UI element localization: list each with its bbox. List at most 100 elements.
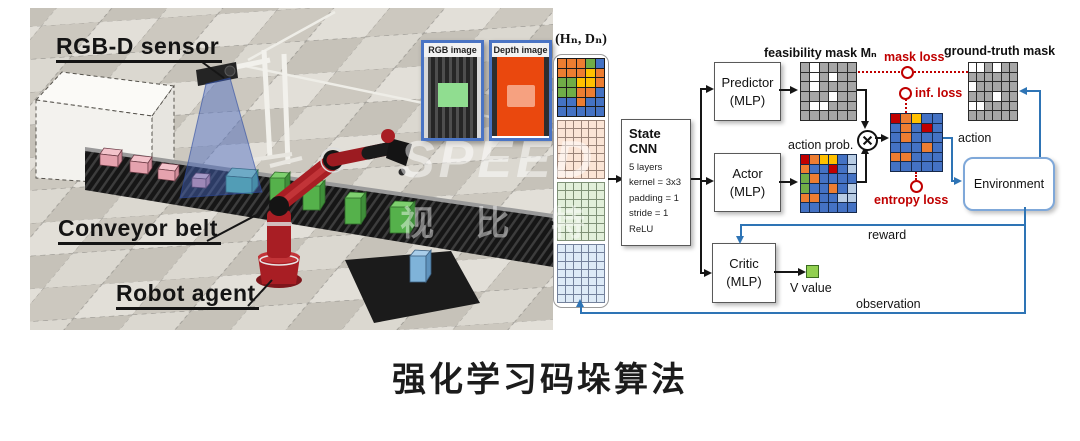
state-cnn-spec: stride = 1 bbox=[629, 208, 669, 220]
arrowhead bbox=[798, 268, 806, 276]
connector-line bbox=[774, 271, 802, 273]
simulation-render bbox=[30, 8, 553, 330]
label-robot-agent: Robot agent bbox=[116, 280, 259, 310]
heightmap-grid-blue bbox=[557, 244, 605, 303]
blue-box bbox=[409, 248, 432, 284]
state-grid-stack bbox=[553, 54, 609, 308]
actor-sublabel: (MLP) bbox=[729, 183, 766, 199]
depth-image-label: Depth image bbox=[492, 43, 549, 57]
reward-line bbox=[740, 226, 742, 237]
arrowhead bbox=[1019, 87, 1027, 95]
connector-line bbox=[865, 150, 867, 183]
predictor-label: Predictor bbox=[721, 74, 774, 90]
simulation-scene: RGB image Depth image RGB-D sensor Conve… bbox=[30, 8, 553, 330]
action-line bbox=[951, 137, 953, 182]
arrowhead bbox=[706, 85, 714, 93]
connector-line bbox=[865, 89, 867, 122]
arrowhead bbox=[881, 134, 889, 142]
env-to-mask-line bbox=[1039, 91, 1041, 157]
arrowhead bbox=[861, 121, 869, 129]
inf-loss-label: inf. loss bbox=[915, 86, 963, 100]
critic-label: Critic bbox=[729, 256, 759, 272]
critic-box: Critic (MLP) bbox=[712, 243, 776, 303]
environment-label: Environment bbox=[973, 177, 1045, 191]
rgb-image-label: RGB image bbox=[424, 43, 481, 57]
arrowhead bbox=[790, 86, 798, 94]
ground-truth-mask-grid bbox=[968, 62, 1018, 121]
inf-loss-dotted-line bbox=[905, 99, 907, 113]
actor-box: Actor (MLP) bbox=[714, 153, 781, 212]
camera-frustum bbox=[179, 77, 263, 199]
label-conveyor-belt: Conveyor belt bbox=[58, 215, 221, 245]
arrowhead bbox=[954, 177, 962, 185]
state-cnn-spec: padding = 1 bbox=[629, 192, 679, 204]
rgb-image-panel: RGB image bbox=[421, 40, 484, 141]
heightmap-grid-green bbox=[557, 182, 605, 241]
robot-arm bbox=[256, 129, 412, 288]
action-prob-label: action prob. bbox=[788, 138, 854, 152]
entropy-loss-node bbox=[910, 180, 923, 193]
teal-box bbox=[225, 167, 259, 196]
mask-loss-node bbox=[901, 66, 914, 79]
state-cnn-spec: ReLU bbox=[629, 223, 654, 235]
figure-caption: 强化学习码垛算法 bbox=[392, 361, 688, 399]
connector-line bbox=[875, 137, 885, 139]
sensor-inset: RGB image Depth image bbox=[421, 40, 552, 141]
input-state-label: (Hₙ, Dₙ) bbox=[555, 32, 607, 47]
environment-box: Environment bbox=[963, 157, 1055, 211]
connector-line bbox=[691, 178, 702, 180]
arrowhead bbox=[616, 175, 624, 183]
observation-line bbox=[580, 306, 582, 314]
arrowhead bbox=[790, 178, 798, 186]
state-cnn-spec: 5 layers bbox=[629, 162, 663, 173]
label-pointer-lines bbox=[201, 61, 273, 307]
arrowhead bbox=[576, 299, 584, 307]
multiply-operator-icon bbox=[857, 130, 878, 151]
label-rgbd-sensor: RGB-D sensor bbox=[56, 33, 223, 63]
connector-line bbox=[700, 180, 710, 182]
feasibility-mask-label: feasibility mask Mₙ bbox=[764, 46, 877, 60]
ground-truth-mask-label: ground-truth mask bbox=[944, 44, 1056, 58]
state-cnn-spec: kernel = 3x3 bbox=[629, 177, 682, 189]
connector-line bbox=[857, 181, 867, 183]
v-value-square bbox=[806, 265, 819, 278]
mask-loss-label: mask loss bbox=[884, 50, 945, 64]
connector-line bbox=[857, 89, 867, 91]
connector-line bbox=[700, 88, 710, 90]
observation-line bbox=[580, 312, 1026, 314]
arrowhead bbox=[706, 177, 714, 185]
rgb-image-view bbox=[424, 57, 481, 138]
feasibility-mask-grid bbox=[800, 62, 857, 121]
heightmap-grid-pink bbox=[557, 120, 605, 179]
predictor-sublabel: (MLP) bbox=[729, 92, 766, 108]
state-cnn-box: State CNN 5 layers kernel = 3x3 padding … bbox=[621, 119, 691, 246]
predictor-box: Predictor (MLP) bbox=[714, 62, 781, 121]
entropy-loss-label: entropy loss bbox=[874, 193, 949, 207]
env-to-mask-line bbox=[1026, 90, 1041, 92]
action-prob-grid bbox=[800, 154, 857, 213]
critic-sublabel: (MLP) bbox=[726, 274, 762, 289]
depth-image-view bbox=[492, 57, 549, 136]
pink-boxes bbox=[99, 147, 211, 189]
state-cnn-title: State CNN bbox=[629, 126, 661, 156]
arrowhead bbox=[704, 269, 712, 277]
connector-line bbox=[779, 89, 794, 91]
depth-image-panel: Depth image bbox=[489, 40, 552, 141]
reward-line bbox=[740, 224, 1026, 226]
env-output-line bbox=[1024, 207, 1026, 314]
state-grid bbox=[557, 58, 605, 117]
observation-label: observation bbox=[856, 297, 921, 311]
action-label: action bbox=[958, 131, 992, 145]
reward-label: reward bbox=[868, 228, 907, 242]
masked-action-grid bbox=[890, 113, 943, 172]
pallet bbox=[345, 251, 480, 323]
rgb-detected-box bbox=[438, 83, 468, 107]
v-value-label: V value bbox=[790, 281, 832, 295]
connector-line bbox=[608, 178, 620, 180]
entropy-loss-dotted-line bbox=[915, 172, 917, 180]
connector-line bbox=[779, 181, 794, 183]
action-line bbox=[943, 137, 953, 139]
arrowhead bbox=[736, 236, 744, 244]
